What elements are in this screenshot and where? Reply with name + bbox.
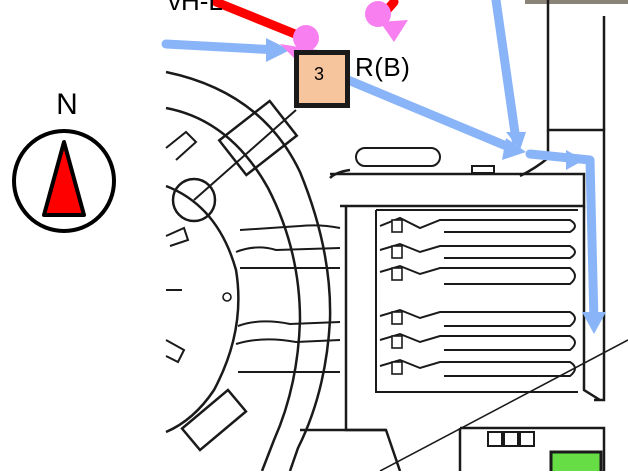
top-label-fragment: vH-L: [168, 0, 223, 16]
north-arrow-icon: [42, 140, 86, 217]
compass: [12, 129, 116, 233]
photo-strip: [525, 0, 628, 4]
marker-number: 3: [313, 64, 324, 84]
fuel-racks: [379, 216, 576, 377]
marker-fill: [299, 55, 345, 103]
compass-north-label: N: [56, 88, 78, 121]
route-arrowheads: [266, 38, 606, 334]
green-marker: [549, 450, 603, 476]
area-label: R(B): [355, 52, 411, 82]
route-arrows: [161, 0, 599, 327]
